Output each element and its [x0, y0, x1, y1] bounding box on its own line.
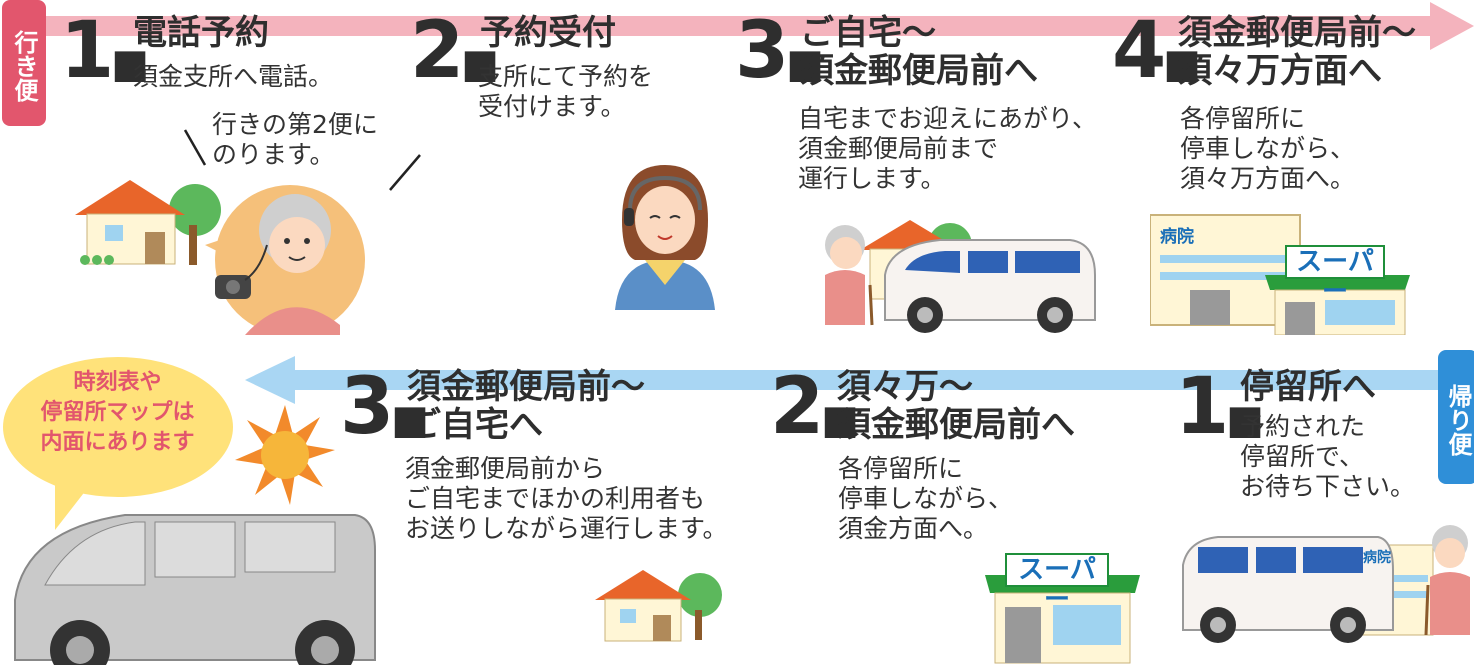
- inbound-step-2-title: 須々万〜 須金郵便局前へ: [837, 367, 1075, 445]
- outbound-step-4-title: 須金郵便局前〜 須々万方面へ: [1178, 13, 1416, 91]
- inbound-step-1-title: 停留所へ: [1240, 367, 1376, 407]
- hospital-icon: [1150, 214, 1301, 326]
- van-icon: [14, 514, 376, 665]
- grandma-icon: [825, 225, 874, 326]
- hospital-sign-bottom: 病院: [1363, 550, 1391, 566]
- sun-icon: [235, 405, 335, 505]
- inbound-step-3-desc: 須金郵便局前から ご自宅までほかの利用者も お送りしながら運行します。: [405, 454, 728, 543]
- outbound-step-1-desc: 須金支所へ電話。: [133, 62, 334, 91]
- outbound-step-4-desc: 各停留所に 停車しながら、 須々万方面へ。: [1180, 104, 1356, 193]
- outbound-step-3-number: 3■: [735, 6, 825, 96]
- inbound-step-3-title: 須金郵便局前〜 ご自宅へ: [407, 367, 645, 445]
- inbound-step-1-desc: 予約された 停留所で、 お待ち下さい。: [1240, 412, 1416, 501]
- supermarket-sign-top: スーパー: [1285, 245, 1385, 307]
- inbound-step-3-number: 3■: [340, 362, 430, 452]
- inbound-tab: 帰り便: [1438, 350, 1474, 484]
- outbound-step-3-title: ご自宅〜 須金郵便局前へ: [800, 13, 1038, 91]
- van-icon: [884, 239, 1096, 333]
- outbound-tab-label: 行き便: [10, 30, 38, 102]
- pickup-stop-illustration: [1182, 525, 1470, 643]
- speech-lines: [183, 129, 421, 191]
- van-pickup-illustration: [825, 220, 1096, 333]
- callout-text: 時刻表や 停留所マップは 内面にあります: [40, 370, 195, 455]
- outbound-step-2-number: 2■: [410, 6, 500, 96]
- outbound-step-1-number: 1■: [60, 6, 150, 96]
- house-icon: [595, 570, 722, 642]
- hospital-sign-top: 病院: [1160, 227, 1194, 247]
- callout-bubble: [3, 357, 233, 530]
- van-icon: [1182, 536, 1394, 643]
- inbound-step-2-desc: 各停留所に 停車しながら、 須金方面へ。: [838, 454, 1014, 543]
- phone-icon: [215, 275, 251, 299]
- supermarket-sign-bottom: スーパー: [1005, 553, 1109, 615]
- outbound-tab: 行き便: [2, 0, 46, 126]
- inbound-tab-label: 帰り便: [1444, 384, 1472, 456]
- outbound-step-2-title: 予約受付: [480, 13, 616, 53]
- outbound-arrow: [40, 2, 1474, 50]
- hospital-supermarket-illustration: [1150, 214, 1410, 335]
- outbound-step-1-title: 電話予約: [133, 13, 269, 53]
- outbound-step-2-desc: 支所にて予約を 受付けます。: [478, 62, 654, 121]
- inbound-step-1-number: 1■: [1175, 362, 1265, 452]
- outbound-step-4-number: 4■: [1112, 6, 1202, 96]
- outbound-step-3-desc: 自宅までお迎えにあがり、 須金郵便局前まで 運行します。: [798, 104, 1098, 193]
- grandma-phone-icon: [205, 185, 365, 335]
- house-icon: [75, 180, 221, 265]
- inbound-arrow: [245, 356, 1440, 404]
- phone-speech: 行きの第2便に のります。: [212, 110, 378, 169]
- inbound-step-2-number: 2■: [770, 362, 860, 452]
- operator-icon: [615, 165, 715, 310]
- grandma-icon: [1424, 525, 1470, 636]
